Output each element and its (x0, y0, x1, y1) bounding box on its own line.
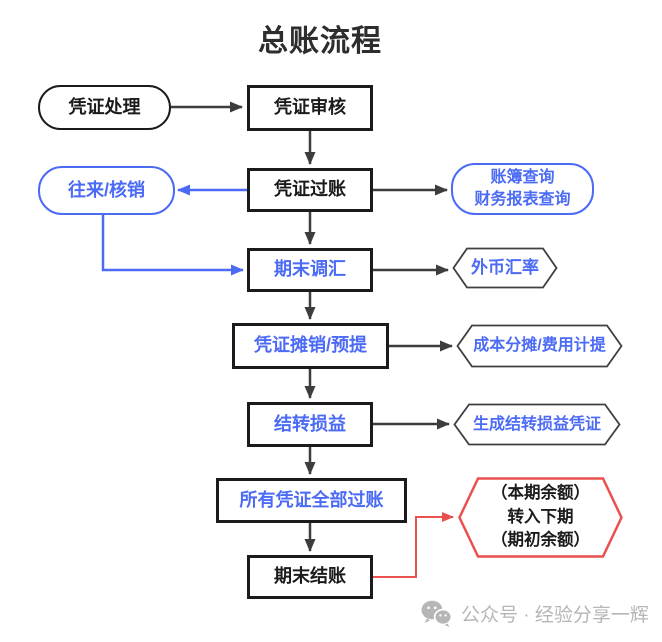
node-label: 期末结账 (274, 566, 346, 587)
node-arap-writeoff: 往来/核销 (38, 166, 175, 215)
node-label: 期末调汇 (274, 259, 346, 280)
node-all-vouchers-posted: 所有凭证全部过账 (216, 478, 407, 523)
node-label: 所有凭证全部过账 (239, 489, 384, 510)
node-voucher-posting: 凭证过账 (247, 168, 373, 212)
node-label: 凭证处理 (68, 96, 141, 117)
node-label: 凭证审核 (274, 97, 346, 118)
node-cost-allocation-expense-accrual: 成本分摊/费用计提 (456, 324, 623, 368)
node-balance-carry-forward: （本期余额） 转入下期 （期初余额） (458, 477, 623, 558)
hexagon-shape (452, 247, 558, 289)
arrow-closing-to-balance-carry (373, 512, 454, 578)
node-voucher-processing: 凭证处理 (38, 85, 171, 130)
node-ledger-report-query: 账簿查询 财务报表查询 (451, 163, 594, 215)
arrow-arap-to-fx-adjust (101, 215, 244, 276)
node-label: 凭证摊销/预提 (253, 335, 367, 356)
node-label-line1: 账簿查询 (490, 168, 555, 186)
hexagon-shape (458, 477, 623, 558)
flowchart-title: 总账流程 (258, 25, 382, 58)
watermark: 公众号 · 经验分享一辉 (421, 600, 649, 627)
node-label: 往来/核销 (67, 179, 145, 200)
node-voucher-review: 凭证审核 (247, 85, 373, 131)
node-generate-pl-voucher: 生成结转损益凭证 (453, 403, 621, 446)
node-label: 结转损益 (274, 413, 346, 434)
node-label-line3: （期初余额） (491, 531, 590, 550)
node-foreign-exchange-rate: 外币汇率 (452, 247, 558, 289)
node-label-line2: 转入下期 (507, 507, 574, 526)
node-period-end-fx-adjust: 期末调汇 (247, 248, 373, 292)
wechat-icon (421, 600, 452, 627)
node-label: 凭证过账 (274, 179, 346, 200)
node-period-end-closing: 期末结账 (247, 555, 373, 599)
hexagon-shape (453, 403, 621, 446)
node-label: 生成结转损益凭证 (472, 415, 601, 433)
node-label: 外币汇率 (471, 257, 539, 277)
hexagon-shape (456, 324, 623, 368)
node-profit-loss-carryover: 结转损益 (247, 402, 373, 447)
node-label-line1: （本期余额） (491, 483, 590, 502)
node-label-line2: 财务报表查询 (474, 191, 571, 208)
watermark-text: 公众号 · 经验分享一辉 (461, 605, 649, 626)
node-voucher-amortization-accrual: 凭证摊销/预提 (232, 323, 389, 369)
node-label: 成本分摊/费用计提 (473, 337, 606, 355)
